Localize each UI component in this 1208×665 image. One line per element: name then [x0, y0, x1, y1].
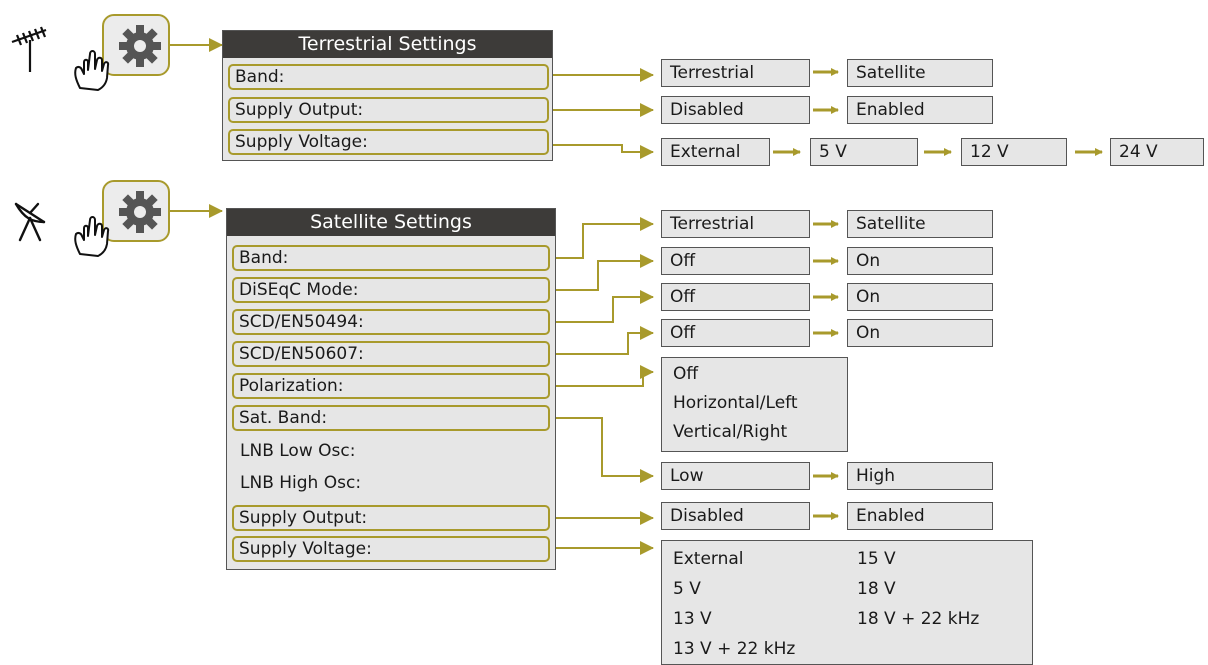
terrestrial-voltage-option-external[interactable]: External	[661, 138, 770, 166]
satellite-scd50607-row[interactable]: SCD/EN50607:	[232, 341, 550, 367]
satellite-band-option-satellite[interactable]: Satellite	[847, 210, 993, 238]
supply-voltage-options-box: External 5 V 13 V 13 V + 22 kHz 15 V 18 …	[661, 540, 1033, 665]
terrestrial-supply-output-option-disabled[interactable]: Disabled	[661, 96, 810, 124]
satellite-supply-output-option-disabled[interactable]: Disabled	[661, 502, 810, 530]
scd50494-option-off[interactable]: Off	[661, 283, 810, 311]
satellite-settings-title: Satellite Settings	[227, 209, 555, 236]
satellite-dish-icon	[14, 202, 46, 242]
terrestrial-band-option-terrestrial[interactable]: Terrestrial	[661, 59, 810, 87]
voltage-option-external[interactable]: External	[673, 549, 744, 569]
polarization-option-horizontal-left[interactable]: Horizontal/Left	[673, 393, 798, 413]
voltage-option-18v[interactable]: 18 V	[857, 579, 896, 599]
satellite-sat-band-row[interactable]: Sat. Band:	[232, 405, 550, 431]
hand-pointer-icon	[74, 50, 110, 91]
voltage-option-5v[interactable]: 5 V	[673, 579, 701, 599]
gear-icon	[119, 25, 161, 67]
terrestrial-band-row[interactable]: Band:	[228, 64, 549, 90]
voltage-option-13v-22khz[interactable]: 13 V + 22 kHz	[673, 639, 796, 659]
voltage-option-15v[interactable]: 15 V	[857, 549, 896, 569]
scd50607-option-off[interactable]: Off	[661, 319, 810, 347]
terrestrial-supply-output-option-enabled[interactable]: Enabled	[847, 96, 993, 124]
satellite-scd50494-row[interactable]: SCD/EN50494:	[232, 309, 550, 335]
terrestrial-supply-output-row[interactable]: Supply Output:	[228, 97, 549, 123]
satellite-supply-output-option-enabled[interactable]: Enabled	[847, 502, 993, 530]
satellite-supply-voltage-row[interactable]: Supply Voltage:	[232, 536, 550, 562]
scd50607-option-on[interactable]: On	[847, 319, 993, 347]
polarization-options-box: Off Horizontal/Left Vertical/Right	[661, 357, 848, 452]
voltage-option-13v[interactable]: 13 V	[673, 609, 712, 629]
polarization-option-vertical-right[interactable]: Vertical/Right	[673, 422, 788, 442]
antenna-icon	[11, 26, 47, 72]
terrestrial-supply-voltage-row[interactable]: Supply Voltage:	[228, 129, 549, 155]
gear-icon	[119, 191, 161, 233]
satellite-band-option-terrestrial[interactable]: Terrestrial	[661, 210, 810, 238]
diseqc-option-on[interactable]: On	[847, 247, 993, 275]
satellite-lnb-low-osc-row: LNB Low Osc:	[240, 441, 356, 461]
sat-band-option-high[interactable]: High	[847, 462, 993, 490]
polarization-option-off[interactable]: Off	[673, 364, 699, 384]
scd50494-option-on[interactable]: On	[847, 283, 993, 311]
satellite-settings-panel: Satellite Settings Band: DiSEqC Mode: SC…	[226, 208, 556, 570]
diseqc-option-off[interactable]: Off	[661, 247, 810, 275]
terrestrial-voltage-option-12v[interactable]: 12 V	[961, 138, 1067, 166]
satellite-settings-button[interactable]	[102, 180, 170, 242]
terrestrial-settings-title: Terrestrial Settings	[223, 31, 552, 58]
satellite-polarization-row[interactable]: Polarization:	[232, 373, 550, 399]
satellite-band-row[interactable]: Band:	[232, 245, 550, 271]
terrestrial-voltage-option-5v[interactable]: 5 V	[810, 138, 918, 166]
sat-band-option-low[interactable]: Low	[661, 462, 810, 490]
terrestrial-voltage-option-24v[interactable]: 24 V	[1110, 138, 1204, 166]
terrestrial-settings-panel: Terrestrial Settings Band: Supply Output…	[222, 30, 553, 161]
satellite-diseqc-row[interactable]: DiSEqC Mode:	[232, 277, 550, 303]
terrestrial-band-option-satellite[interactable]: Satellite	[847, 59, 993, 87]
voltage-option-18v-22khz[interactable]: 18 V + 22 kHz	[857, 609, 980, 629]
hand-pointer-icon	[74, 216, 110, 257]
satellite-supply-output-row[interactable]: Supply Output:	[232, 505, 550, 531]
terrestrial-settings-button[interactable]	[102, 14, 170, 76]
satellite-lnb-high-osc-row: LNB High Osc:	[240, 473, 362, 493]
